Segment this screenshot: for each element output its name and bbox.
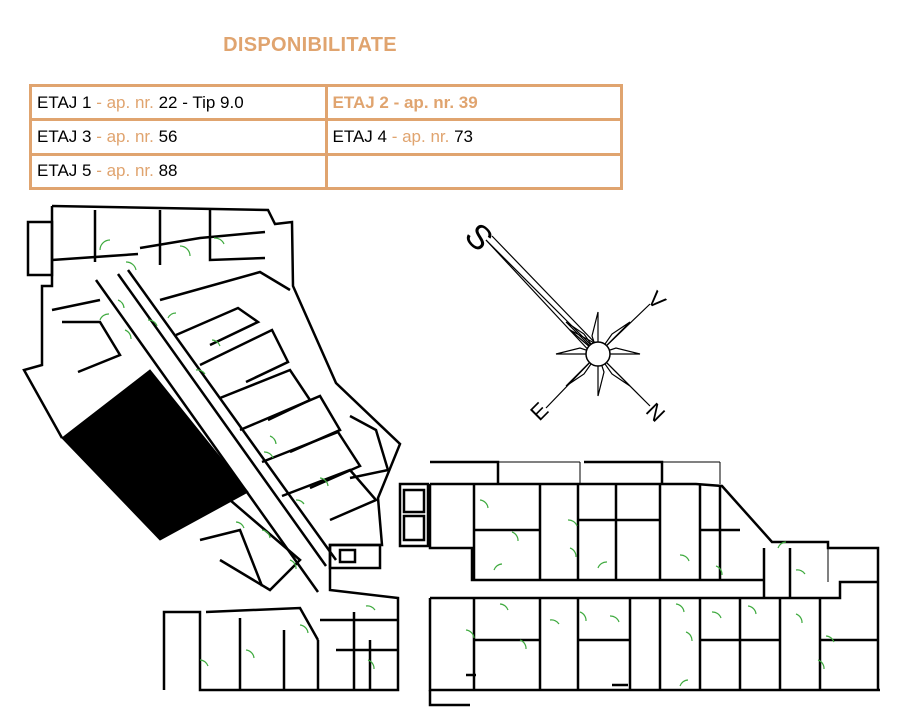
compass-south-label: S — [457, 216, 500, 259]
floor-label: ETAJ 5 — [37, 161, 92, 181]
apartment-number: 39 — [458, 92, 478, 112]
compass-west-label: V — [643, 286, 670, 314]
apartment-number: 56 — [158, 126, 178, 146]
table-cell-etaj-2: ETAJ 2 - ap. nr. 39 — [324, 83, 623, 122]
floor-label: ETAJ 3 — [37, 126, 92, 146]
table-cell-etaj-4: ETAJ 4 - ap. nr. 73 — [324, 118, 623, 156]
table-cell-etaj-1: ETAJ 1 - ap. nr. 22 - Tip 9.0 — [29, 83, 328, 122]
compass-rose: S V E N — [457, 216, 670, 427]
floor-label: ETAJ 4 — [332, 126, 387, 146]
apartment-type: - Tip 9.0 — [177, 92, 244, 112]
table-row: ETAJ 5 - ap. nr. 88 — [29, 152, 623, 191]
floor-plan-thin-lines — [27, 222, 829, 613]
table-row: ETAJ 3 - ap. nr. 56 ETAJ 4 - ap. nr. 73 — [29, 118, 623, 156]
ap-label: - ap. nr. — [91, 92, 154, 112]
common-area-block — [61, 369, 249, 541]
table-cell-empty — [324, 152, 623, 191]
floor-label: ETAJ 1 — [37, 92, 92, 112]
floor-plan — [22, 204, 880, 707]
apartment-number: 88 — [158, 161, 178, 181]
availability-table: ETAJ 1 - ap. nr. 22 - Tip 9.0 ETAJ 2 - a… — [29, 83, 623, 191]
floor-label: ETAJ 2 — [332, 92, 389, 112]
apartment-number: 22 — [158, 92, 178, 112]
floor-plan-walls — [22, 204, 880, 707]
table-cell-etaj-5: ETAJ 5 - ap. nr. 88 — [29, 152, 328, 191]
table-cell-etaj-3: ETAJ 3 - ap. nr. 56 — [29, 118, 328, 156]
apartment-number: 73 — [454, 126, 474, 146]
ap-label: - ap. nr. — [91, 161, 154, 181]
page-title: DISPONIBILITATE — [223, 34, 397, 56]
compass-center — [585, 341, 611, 367]
ap-label: - ap. nr. — [388, 92, 455, 112]
ap-label: - ap. nr. — [91, 126, 154, 146]
ap-label: - ap. nr. — [386, 126, 450, 146]
door-swings — [99, 237, 835, 687]
table-row: ETAJ 1 - ap. nr. 22 - Tip 9.0 ETAJ 2 - a… — [29, 83, 623, 122]
compass-east-label: E — [525, 397, 553, 425]
compass-needles — [485, 235, 651, 409]
